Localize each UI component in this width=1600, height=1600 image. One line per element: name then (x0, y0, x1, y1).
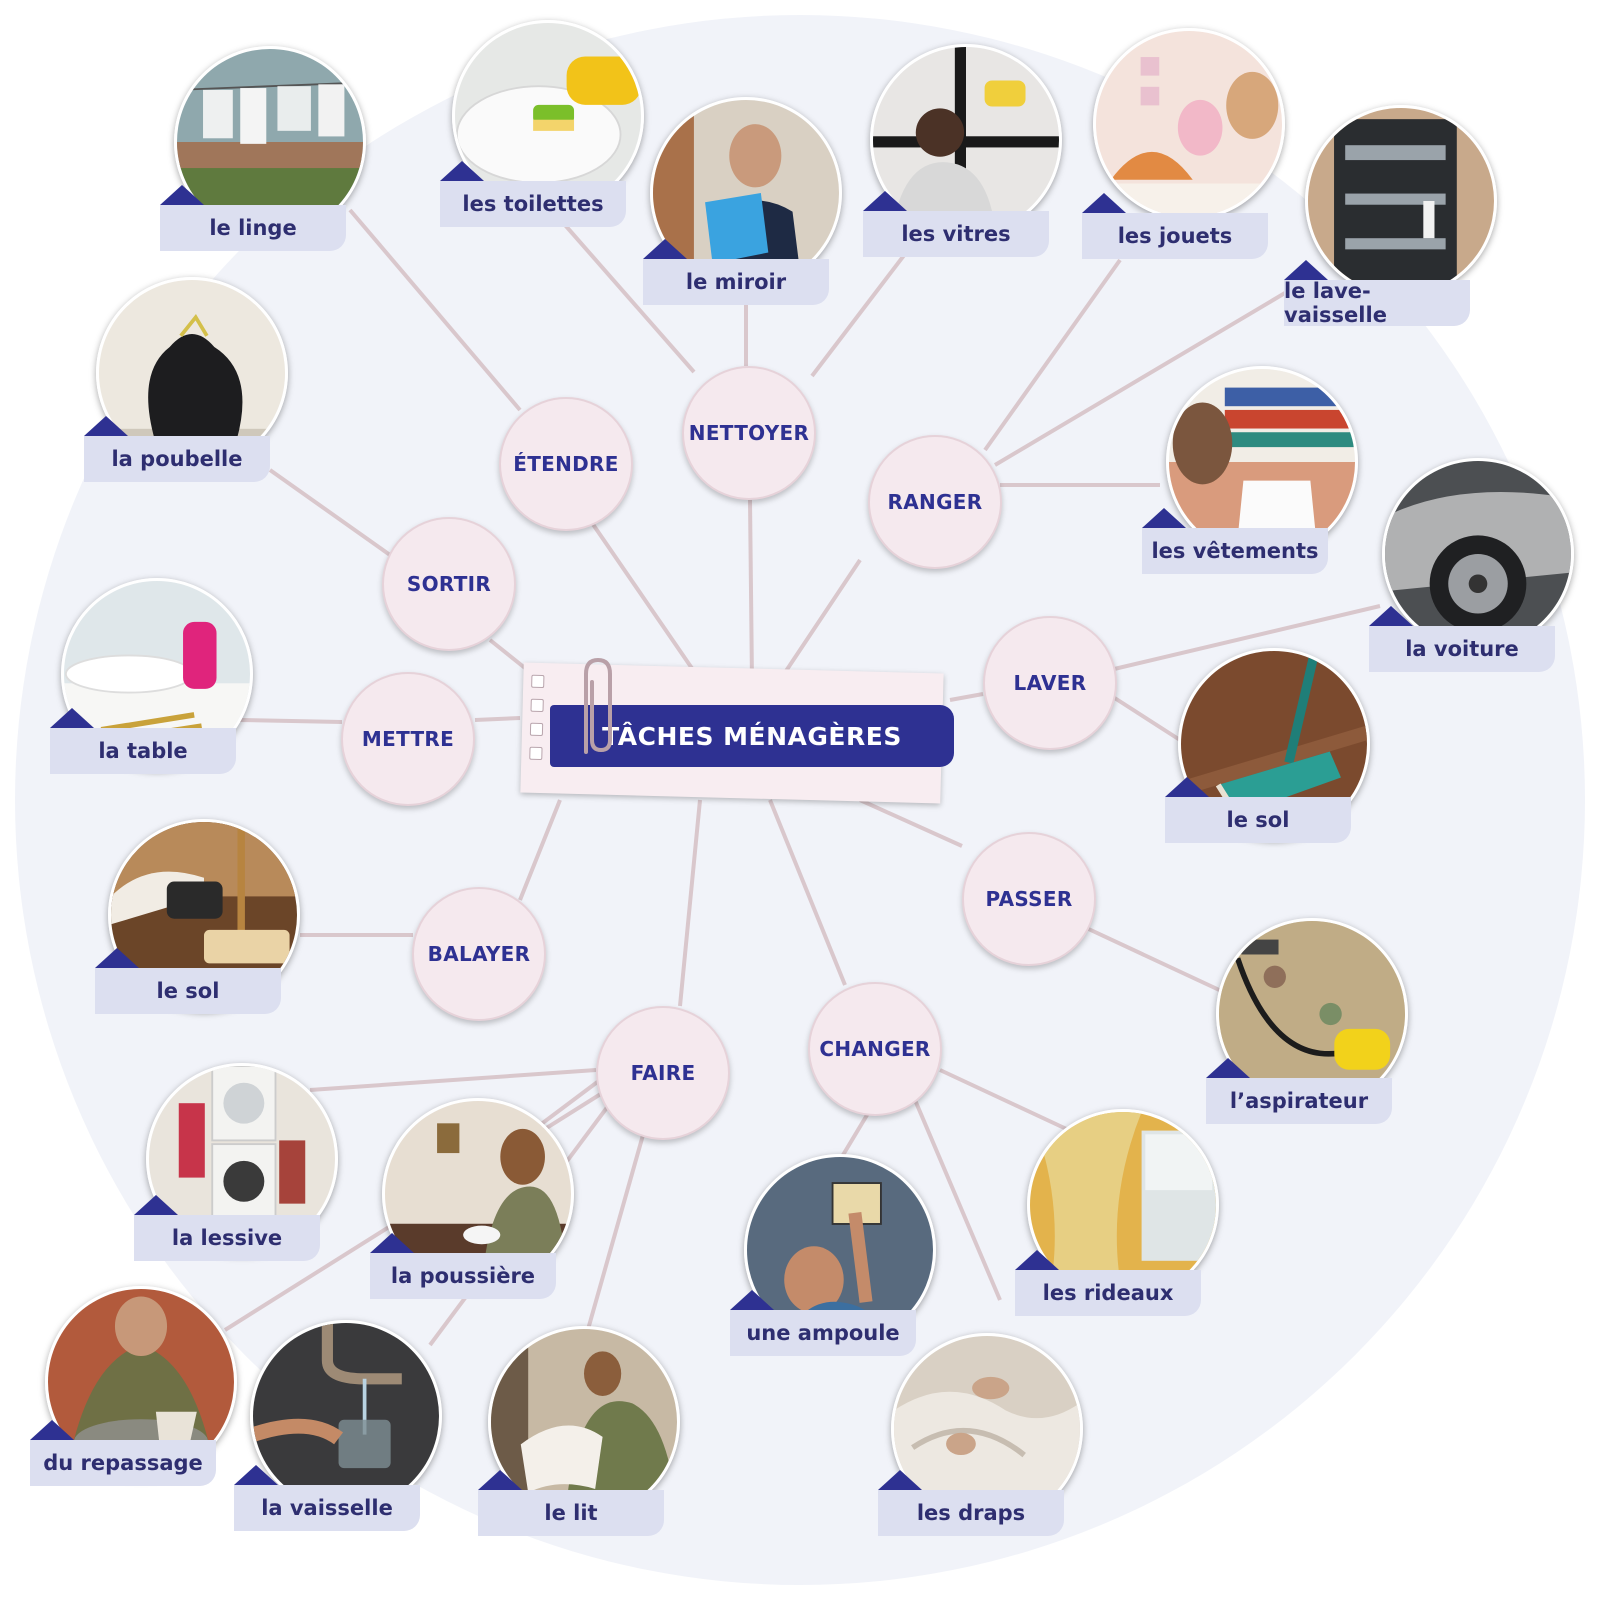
dishes-icon (250, 1320, 442, 1512)
connector-line (348, 208, 522, 412)
item-les-rideaux[interactable]: les rideaux (1015, 1250, 1201, 1316)
car-wash-icon (1382, 458, 1574, 650)
verb-nettoyer[interactable]: NETTOYER (682, 366, 816, 500)
item-les-vitres[interactable]: les vitres (863, 191, 1049, 257)
item-les-draps[interactable]: les draps (878, 1470, 1064, 1536)
connector-line (1108, 693, 1182, 742)
connector-line (993, 288, 1292, 467)
vacuum-icon (1216, 918, 1408, 1110)
verb-ranger[interactable]: RANGER (868, 435, 1002, 569)
verb-mettre[interactable]: METTRE (341, 672, 475, 806)
paperclip-icon (584, 657, 612, 754)
item-la-table[interactable]: la table (50, 708, 236, 774)
item-la-poussiere[interactable]: la poussière (370, 1233, 556, 1299)
item-le-linge[interactable]: le linge (160, 185, 346, 251)
item-le-sol-balayer[interactable]: le sol (95, 948, 281, 1014)
item-la-vaisselle[interactable]: la vaisselle (234, 1465, 420, 1531)
connector-line (859, 798, 963, 848)
connector-line (949, 692, 984, 702)
verb-sortir[interactable]: SORTIR (382, 517, 516, 651)
verb-etendre[interactable]: ÉTENDRE (499, 397, 633, 531)
item-le-lave-vaisselle[interactable]: le lave-vaisselle (1284, 260, 1470, 327)
connector-line (913, 1099, 1002, 1301)
central-title: TÂCHES MÉNAGÈRES (550, 705, 954, 767)
connector-line (583, 1134, 645, 1341)
connector-line (1079, 923, 1231, 997)
connector-line (518, 799, 562, 901)
verb-changer[interactable]: CHANGER (808, 982, 942, 1116)
item-le-miroir[interactable]: le miroir (643, 239, 829, 305)
connector-line (1109, 604, 1381, 672)
connector-line (838, 1108, 872, 1162)
bed-icon (488, 1326, 680, 1518)
verb-balayer[interactable]: BALAYER (412, 887, 546, 1021)
item-laspirateur[interactable]: l’aspirateur (1206, 1058, 1392, 1124)
connector-line (268, 468, 392, 557)
connector-line (588, 518, 702, 682)
item-la-voiture[interactable]: la voiture (1369, 606, 1555, 672)
item-les-toilettes[interactable]: les toilettes (440, 161, 626, 227)
trash-bag-icon (96, 277, 288, 469)
item-une-ampoule[interactable]: une ampoule (730, 1290, 916, 1356)
connector-line (563, 223, 696, 374)
dishwasher-icon (1305, 105, 1497, 297)
item-du-repassage[interactable]: du repassage (30, 1420, 216, 1486)
verb-faire[interactable]: FAIRE (596, 1006, 730, 1140)
item-le-sol-laver[interactable]: le sol (1165, 777, 1351, 843)
item-le-lit[interactable]: le lit (478, 1470, 664, 1536)
connector-line (778, 558, 862, 682)
toys-icon (1093, 28, 1285, 220)
connector-line (239, 718, 343, 724)
connector-line (748, 499, 754, 683)
connector-line (474, 716, 521, 722)
item-les-jouets[interactable]: les jouets (1082, 193, 1268, 259)
toilet-cleaning-icon (452, 20, 644, 212)
connector-line (768, 799, 847, 986)
item-la-poubelle[interactable]: la poubelle (84, 416, 270, 482)
connector-line (678, 799, 702, 1007)
connector-line (309, 1068, 597, 1092)
verb-laver[interactable]: LAVER (983, 616, 1117, 750)
verb-passer[interactable]: PASSER (962, 832, 1096, 966)
item-la-lessive[interactable]: la lessive (134, 1195, 320, 1261)
connector-line (810, 252, 907, 378)
connector-line (983, 258, 1122, 452)
item-les-vetements[interactable]: les vêtements (1142, 508, 1328, 574)
